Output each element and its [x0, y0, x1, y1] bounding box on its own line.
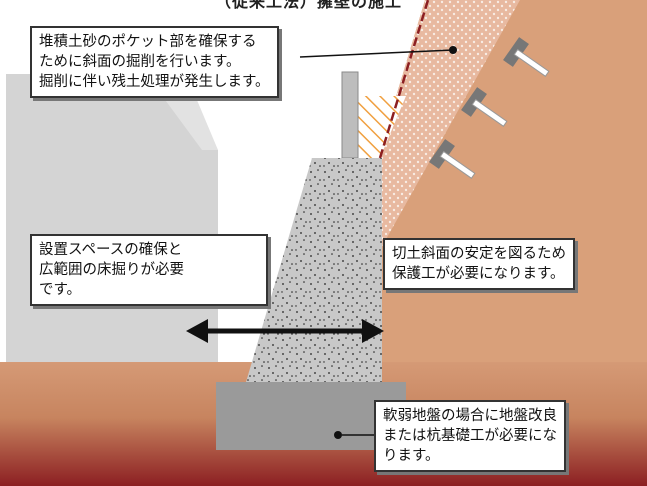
callout-line: 掘削に伴い残土処理が発生します。 — [39, 74, 270, 90]
house-silhouette — [6, 74, 218, 362]
callout-ground: 軟弱地盤の場合に地盤改良 または杭基礎工が必要にな ります。 — [374, 400, 566, 472]
callout-slope: 切土斜面の安定を図るため 保護工が必要になります。 — [383, 238, 575, 290]
callout-line: 軟弱地盤の場合に地盤改良 — [383, 408, 557, 424]
anchor-bolt-icon — [429, 37, 550, 179]
hatched-backfill — [358, 96, 406, 158]
double-arrow-icon — [186, 319, 384, 343]
leader-lines — [299, 49, 454, 436]
callout-line: または杭基礎工が必要にな — [383, 428, 557, 444]
callout-excavation: 堆積土砂のポケット部を確保する ために斜面の掘削を行います。 掘削に伴い残土処理… — [30, 26, 279, 98]
callout-line: 保護工が必要になります。 — [392, 266, 565, 282]
leader-dot-icon — [449, 46, 457, 54]
callout-line: ります。 — [383, 448, 440, 464]
excavation-pocket — [380, 0, 520, 250]
fence-post — [341, 71, 359, 159]
callout-line: です。 — [39, 282, 82, 298]
page-title: （従来工法）擁壁の施工 — [215, 0, 403, 11]
retaining-wall — [246, 158, 382, 382]
callout-line: 切土斜面の安定を図るため — [392, 246, 566, 262]
original-slope-line — [378, 0, 430, 159]
callout-line: ために斜面の掘削を行います。 — [39, 54, 241, 70]
leader-dot-icon — [334, 431, 342, 439]
callout-line: 堆積土砂のポケット部を確保する — [39, 34, 257, 50]
callout-line: 設置スペースの確保と — [39, 242, 183, 258]
callout-line: 広範囲の床掘りが必要 — [39, 262, 184, 278]
callout-space: 設置スペースの確保と 広範囲の床掘りが必要 です。 — [30, 234, 268, 306]
